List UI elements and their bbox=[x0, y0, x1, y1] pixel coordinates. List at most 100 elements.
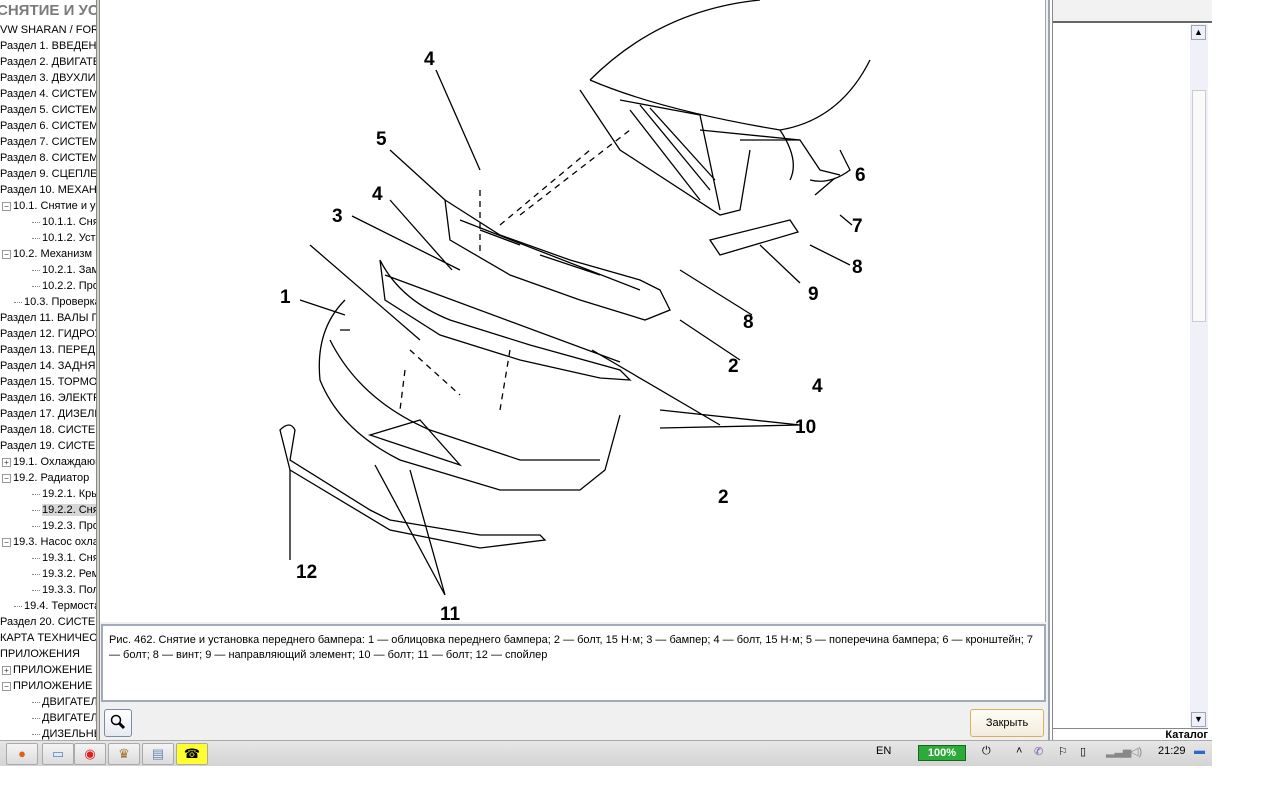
signal-icon[interactable]: ▂▃▅ bbox=[1106, 746, 1132, 758]
tree-item[interactable]: Раздел 7. СИСТЕМА bbox=[0, 134, 96, 150]
expand-toggle-icon[interactable]: + bbox=[2, 457, 11, 467]
tree-item-label: ПРИЛОЖЕНИЯ bbox=[0, 648, 80, 660]
tree-item[interactable]: Раздел 19. СИСТЕМА bbox=[0, 438, 96, 454]
tree-item[interactable]: 10.2.1. Замена bbox=[0, 262, 96, 278]
language-indicator[interactable]: EN bbox=[876, 745, 892, 757]
tree-item[interactable]: 19.2.1. Крышка bbox=[0, 486, 96, 502]
tree-item[interactable]: −19.3. Насос охлаждающей bbox=[0, 534, 96, 550]
tree-item[interactable]: −10.1. Снятие и установка bbox=[0, 198, 96, 214]
tree-item[interactable]: −10.2. Механизм bbox=[0, 246, 96, 262]
tree-item[interactable]: Раздел 18. СИСТЕМА bbox=[0, 422, 96, 438]
tree-item-label: 19.3. Насос охлаждающей bbox=[13, 536, 96, 548]
callout-label: 12 bbox=[296, 562, 317, 583]
right-panel-header bbox=[1053, 0, 1212, 23]
firefox-icon[interactable]: ● bbox=[6, 743, 38, 765]
tree-item[interactable]: Раздел 8. СИСТЕМА bbox=[0, 150, 96, 166]
tree-item[interactable]: +ПРИЛОЖЕНИЕ bbox=[0, 662, 96, 678]
battery-indicator[interactable]: 100% bbox=[918, 745, 966, 761]
show-hidden-icon[interactable]: ˄ bbox=[1016, 745, 1023, 757]
callout-label: 3 bbox=[332, 206, 343, 227]
tree-item[interactable]: 19.2.2. Снятие bbox=[0, 502, 96, 518]
volume-icon[interactable]: ◁) bbox=[1130, 746, 1143, 758]
tree-item-label: 19.3.2. Ремонт bbox=[42, 568, 96, 580]
catalog-label: Каталог bbox=[1053, 728, 1208, 741]
tree-item[interactable]: Раздел 3. ДВУХЛИТРОВЫЙ bbox=[0, 70, 96, 86]
tree-item[interactable]: Раздел 10. МЕХАНИЧЕСКАЯ bbox=[0, 182, 96, 198]
tree-connector bbox=[32, 269, 40, 271]
tree-item[interactable]: 19.2.3. Проверка bbox=[0, 518, 96, 534]
expand-toggle-icon[interactable]: − bbox=[2, 201, 11, 211]
tree-item[interactable]: Раздел 15. ТОРМОЗНАЯ bbox=[0, 374, 96, 390]
tree-connector bbox=[32, 589, 40, 591]
tree-item-label: Раздел 5. СИСТЕМА bbox=[0, 104, 96, 116]
tree-item[interactable]: −ПРИЛОЖЕНИЕ bbox=[0, 678, 96, 694]
tree-item[interactable]: Раздел 9. СЦЕПЛЕНИЕ bbox=[0, 166, 96, 182]
viber-icon[interactable]: ✆ bbox=[1034, 746, 1044, 758]
tree-item[interactable]: 19.3.1. Снятие bbox=[0, 550, 96, 566]
figure-caption: Рис. 462. Снятие и установка переднего б… bbox=[101, 624, 1046, 702]
clock[interactable]: 21:29 bbox=[1158, 745, 1186, 757]
notepad-icon[interactable]: ▤ bbox=[142, 743, 174, 765]
tree-item[interactable]: ДВИГАТЕЛИ bbox=[0, 710, 96, 726]
tree-item[interactable]: 10.3. Проверка bbox=[0, 294, 96, 310]
right-scrollbar[interactable]: ▲ ▼ bbox=[1190, 24, 1208, 730]
expand-toggle-icon[interactable]: − bbox=[2, 681, 11, 691]
tree-item[interactable]: +19.1. Охлаждающая bbox=[0, 454, 96, 470]
tree-item[interactable]: Раздел 2. ДВИГАТЕЛЬ bbox=[0, 54, 96, 70]
callout-label: 2 bbox=[728, 356, 739, 377]
callout-label: 9 bbox=[808, 284, 819, 305]
scroll-down-icon[interactable]: ▼ bbox=[1191, 712, 1206, 727]
tree-item[interactable]: ДВИГАТЕЛИ bbox=[0, 694, 96, 710]
tree-item[interactable]: 10.2.2. Проверка bbox=[0, 278, 96, 294]
scroll-thumb[interactable] bbox=[1192, 90, 1206, 322]
expand-toggle-icon[interactable]: + bbox=[2, 665, 11, 675]
tree-item-label: ПРИЛОЖЕНИЕ bbox=[13, 680, 93, 692]
tree-item[interactable]: Раздел 5. СИСТЕМА bbox=[0, 102, 96, 118]
flag-icon[interactable]: ⚐ bbox=[1058, 746, 1068, 758]
tree-item[interactable]: ДИЗЕЛЬНЫЕ bbox=[0, 726, 96, 740]
tree-item[interactable]: 19.3.2. Ремонт bbox=[0, 566, 96, 582]
splitter[interactable] bbox=[96, 0, 100, 740]
folder-icon[interactable]: ▭ bbox=[42, 743, 74, 765]
scroll-up-icon[interactable]: ▲ bbox=[1191, 25, 1206, 40]
tree-item[interactable]: Раздел 20. СИСТЕМА bbox=[0, 614, 96, 630]
tree-item-label: 10.2.2. Проверка bbox=[42, 280, 96, 292]
power-plug-icon[interactable]: ⏻ bbox=[982, 745, 991, 757]
tree-item[interactable]: Раздел 1. ВВЕДЕНИЕ bbox=[0, 38, 96, 54]
media-icon[interactable]: ◉ bbox=[74, 743, 106, 765]
tree-item-label: Раздел 18. СИСТЕМА bbox=[0, 424, 96, 436]
power-icon[interactable]: ▯ bbox=[1080, 746, 1087, 758]
tree-item-label: КАРТА ТЕХНИЧЕСКОГО bbox=[0, 632, 96, 644]
tree-item[interactable]: −19.2. Радиатор bbox=[0, 470, 96, 486]
tree-item[interactable]: Раздел 14. ЗАДНЯЯ bbox=[0, 358, 96, 374]
tree-item[interactable]: 10.1.1. Снятие bbox=[0, 214, 96, 230]
tree-item[interactable]: 19.3.3. Полив bbox=[0, 582, 96, 598]
tree-item[interactable]: ПРИЛОЖЕНИЯ bbox=[0, 646, 96, 662]
show-desktop-icon[interactable]: ▬ bbox=[1194, 745, 1205, 757]
phone-icon[interactable]: ☎ bbox=[176, 743, 208, 765]
tree-item[interactable]: 10.1.2. Установка bbox=[0, 230, 96, 246]
tree-item[interactable]: 19.4. Термостат bbox=[0, 598, 96, 614]
tree-item[interactable]: Раздел 12. ГИДРОУСИЛИТЕЛЬ bbox=[0, 326, 96, 342]
close-button[interactable]: Закрыть bbox=[970, 709, 1044, 737]
tree-item[interactable]: VW SHARAN / FORD bbox=[0, 22, 96, 38]
tree-item[interactable]: Раздел 11. ВАЛЫ ПРИВОДА bbox=[0, 310, 96, 326]
contents-tree: СНЯТИЕ И УСТАНОВКА VW SHARAN / FORDРазде… bbox=[0, 0, 96, 740]
tree-item-label: Раздел 7. СИСТЕМА bbox=[0, 136, 96, 148]
tree-item-label: ДИЗЕЛЬНЫЕ bbox=[42, 728, 96, 740]
tree-item[interactable]: Раздел 6. СИСТЕМА bbox=[0, 118, 96, 134]
tree-item[interactable]: КАРТА ТЕХНИЧЕСКОГО bbox=[0, 630, 96, 646]
tree-item[interactable]: Раздел 4. СИСТЕМА bbox=[0, 86, 96, 102]
expand-toggle-icon[interactable]: − bbox=[2, 249, 11, 259]
expand-toggle-icon[interactable]: − bbox=[2, 537, 11, 547]
tree-item[interactable]: Раздел 13. ПЕРЕДНЯЯ bbox=[0, 342, 96, 358]
tree-connector bbox=[32, 733, 40, 735]
tree-item[interactable]: Раздел 17. ДИЗЕЛЬ bbox=[0, 406, 96, 422]
zoom-button[interactable] bbox=[104, 709, 132, 737]
game-icon[interactable]: ♛ bbox=[108, 743, 140, 765]
tree-item[interactable]: Раздел 16. ЭЛЕКТРООБОРУДОВАНИЕ bbox=[0, 390, 96, 406]
tree-item-label: 19.2.2. Снятие bbox=[42, 504, 96, 516]
expand-toggle-icon[interactable]: − bbox=[2, 473, 11, 483]
taskbar: ● ▭ ◉ ♛ ▤ ☎ EN 100% ⏻ ˄ ✆ ⚐ ▯ ▂▃▅ ◁) 21:… bbox=[0, 740, 1212, 766]
